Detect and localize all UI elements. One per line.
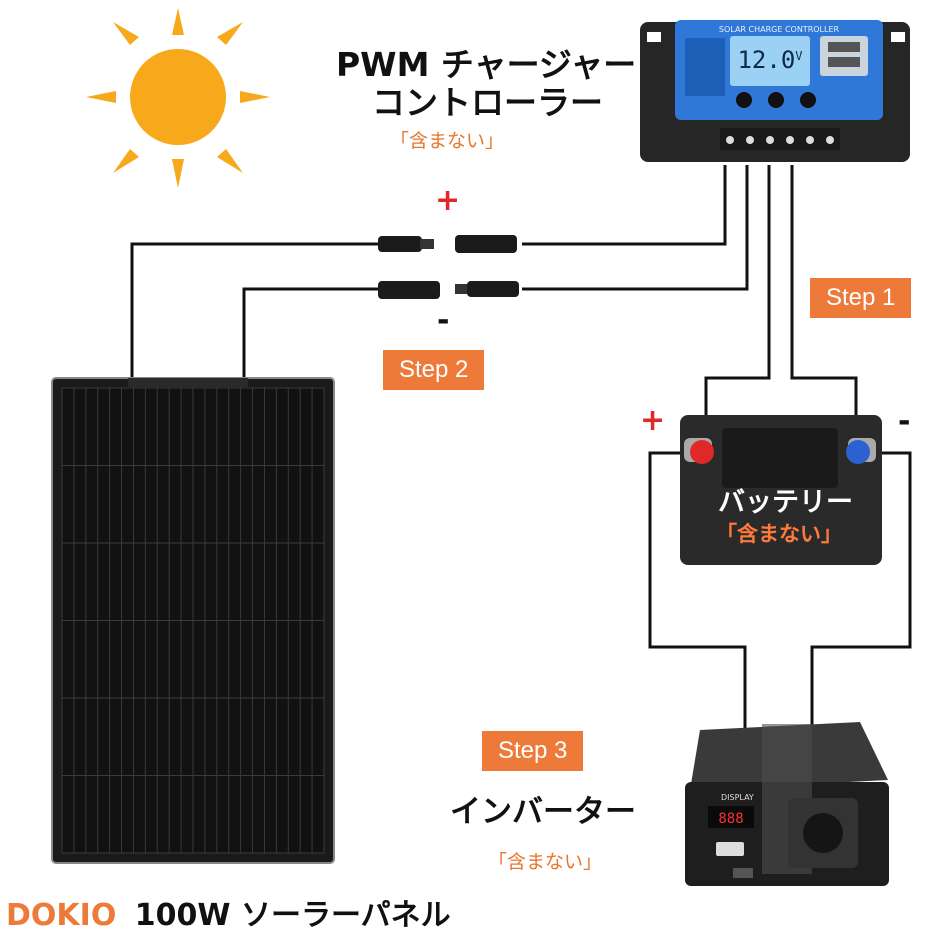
brand-name: DOKIO bbox=[6, 898, 117, 933]
lcd-reading: 12.0V bbox=[737, 46, 802, 74]
step-2-badge: Step 2 bbox=[383, 350, 485, 390]
inverter-display-value: 888 bbox=[718, 811, 743, 827]
battery-note: 「含まない」 bbox=[716, 522, 842, 546]
solar-panel bbox=[51, 377, 335, 864]
plus-sign-connector: + bbox=[435, 183, 461, 218]
wires bbox=[130, 165, 912, 733]
mc4-connector-positive bbox=[378, 235, 517, 253]
controller-note: 「含まない」 bbox=[390, 130, 505, 152]
minus-sign-battery: - bbox=[898, 404, 911, 439]
inverter-display-label: DISPLAY bbox=[721, 793, 754, 802]
controller-title-line2: コントローラー bbox=[372, 83, 603, 122]
charge-controller bbox=[640, 20, 910, 162]
inverter-note: 「含まない」 bbox=[488, 851, 603, 873]
sun-icon bbox=[86, 8, 270, 188]
battery bbox=[680, 415, 882, 565]
mc4-connector-negative bbox=[378, 281, 519, 299]
step-1-badge: Step 1 bbox=[810, 278, 912, 318]
step-3-badge: Step 3 bbox=[482, 731, 584, 771]
panel-caption-text: 100W ソーラーパネル bbox=[134, 898, 451, 933]
minus-sign-connector: - bbox=[437, 303, 450, 338]
inverter bbox=[685, 722, 889, 886]
battery-label: バッテリー bbox=[718, 487, 853, 518]
panel-caption: DOKIO 100W ソーラーパネル bbox=[6, 890, 451, 934]
controller-title: PWM チャージャー bbox=[336, 45, 637, 84]
controller-header-text: SOLAR CHARGE CONTROLLER bbox=[719, 25, 840, 34]
battery-negative-terminal bbox=[846, 438, 876, 464]
inverter-label: インバーター bbox=[450, 794, 636, 830]
plus-sign-battery: + bbox=[640, 403, 666, 438]
battery-positive-terminal bbox=[684, 438, 714, 464]
